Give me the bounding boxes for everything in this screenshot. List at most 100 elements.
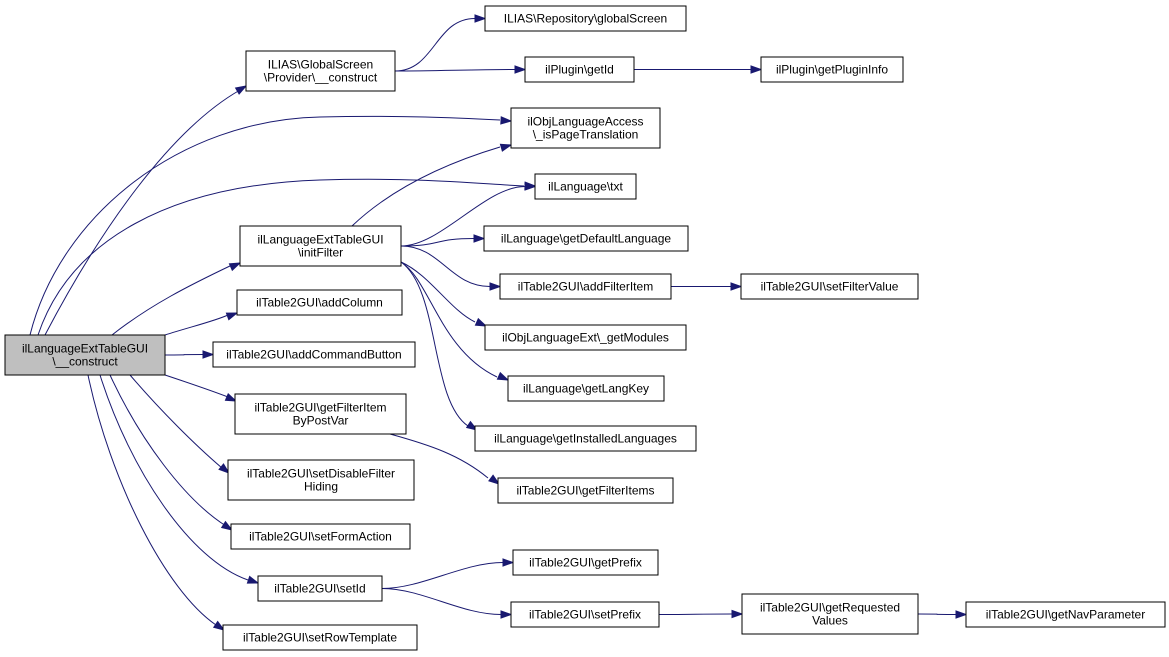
- node-box: [512, 549, 659, 576]
- node-addfilteritem[interactable]: ilTable2GUI\addFilterItem: [499, 273, 672, 300]
- arrow-head-icon: [750, 65, 763, 74]
- node-box: [483, 225, 689, 252]
- node-getid[interactable]: ilPlugin\getId: [524, 56, 635, 83]
- node-label: ilLanguage\getLangKey: [523, 382, 649, 396]
- edge-line: [917, 613, 957, 615]
- node-box: [227, 459, 415, 501]
- edge-line: [394, 18, 476, 72]
- edge-root-to-provider: [44, 85, 248, 336]
- edge-line: [164, 374, 229, 398]
- edge-setid-to-setprefix: [381, 588, 513, 619]
- arrow-head-icon: [955, 610, 968, 619]
- node-setid[interactable]: ilTable2GUI\setId: [257, 575, 383, 602]
- edge-root-to-setid: [99, 374, 260, 584]
- node-label: ilObjLanguageExt\_getModules: [502, 331, 669, 345]
- node-getfilteritems[interactable]: ilTable2GUI\getFilterItems: [497, 477, 674, 504]
- node-label: ilTable2GUI\getRequested: [760, 601, 900, 615]
- node-box: [524, 56, 635, 83]
- node-addcolumn[interactable]: ilTable2GUI\addColumn: [236, 289, 403, 316]
- node-box: [222, 624, 418, 651]
- edge-root-to-addcommand: [164, 350, 215, 359]
- edge-initfilter-to-getlangkey: [400, 261, 510, 381]
- node-label: \Provider\__construct: [264, 71, 378, 85]
- arrow-head-icon: [218, 463, 231, 474]
- edge-initfilter-to-installed: [400, 261, 479, 431]
- node-getprefix[interactable]: ilTable2GUI\getPrefix: [512, 549, 659, 576]
- node-rowtemplate[interactable]: ilTable2GUI\setRowTemplate: [222, 624, 418, 651]
- edge-line: [394, 69, 516, 72]
- arrow-head-icon: [225, 312, 239, 321]
- edge-getid-to-plugininfo: [634, 65, 763, 74]
- arrow-head-icon: [220, 520, 234, 531]
- node-box: [499, 273, 672, 300]
- edge-provider-to-getid: [394, 65, 527, 74]
- edge-line: [109, 374, 227, 527]
- node-layer: ilLanguageExtTableGUI\__constructILIAS\G…: [4, 5, 1166, 651]
- node-txt[interactable]: ilLanguage\txt: [534, 173, 637, 200]
- node-repo[interactable]: ILIAS\Repository\globalScreen: [484, 5, 687, 32]
- node-defaultlang[interactable]: ilLanguage\getDefaultLanguage: [483, 225, 689, 252]
- node-formaction[interactable]: ilTable2GUI\setFormAction: [230, 523, 411, 550]
- node-box: [484, 5, 687, 32]
- edge-line: [400, 245, 491, 287]
- edge-requested-to-navparam: [917, 610, 968, 619]
- arrow-head-icon: [228, 262, 242, 272]
- node-box: [239, 225, 402, 267]
- node-addcommand[interactable]: ilTable2GUI\addCommandButton: [212, 341, 416, 368]
- node-initfilter[interactable]: ilLanguageExtTableGUI\initFilter: [239, 225, 402, 267]
- node-label: ilTable2GUI\addCommandButton: [226, 348, 401, 362]
- node-getlangkey[interactable]: ilLanguage\getLangKey: [507, 375, 665, 402]
- node-box: [497, 477, 674, 504]
- node-label: \initFilter: [298, 246, 343, 260]
- arrow-head-icon: [499, 143, 513, 152]
- node-box: [245, 50, 396, 92]
- node-label: ilPlugin\getPluginInfo: [776, 63, 888, 77]
- node-label: ilTable2GUI\getPrefix: [529, 556, 642, 570]
- edge-line: [400, 261, 498, 378]
- node-plugininfo[interactable]: ilPlugin\getPluginInfo: [760, 56, 904, 83]
- node-label: \__construct: [52, 355, 118, 369]
- node-installed[interactable]: ilLanguage\getInstalledLanguages: [474, 425, 697, 452]
- node-box: [965, 601, 1166, 628]
- node-provider[interactable]: ILIAS\GlobalScreen\Provider\__construct: [245, 50, 396, 92]
- node-label: ilPlugin\getId: [545, 63, 614, 77]
- edge-line: [37, 178, 525, 336]
- edge-layer: [29, 14, 968, 631]
- arrow-head-icon: [489, 282, 502, 291]
- node-label: ilTable2GUI\addColumn: [256, 296, 383, 310]
- edge-addfilteritem-to-setfiltervalue: [670, 282, 743, 291]
- edge-root-to-formaction: [109, 374, 234, 531]
- node-setfiltervalue[interactable]: ilTable2GUI\setFilterValue: [740, 273, 919, 300]
- node-ispage[interactable]: ilObjLanguageAccess\_isPageTranslation: [510, 107, 661, 149]
- node-box: [230, 523, 411, 550]
- node-getmodules[interactable]: ilObjLanguageExt\_getModules: [484, 324, 687, 351]
- node-box: [534, 173, 637, 200]
- node-setprefix[interactable]: ilTable2GUI\setPrefix: [510, 601, 660, 628]
- arrow-head-icon: [202, 350, 215, 359]
- node-navparam[interactable]: ilTable2GUI\getNavParameter: [965, 601, 1166, 628]
- node-label: ilTable2GUI\getFilterItem: [254, 401, 386, 415]
- arrow-head-icon: [500, 116, 513, 125]
- node-label: Values: [812, 614, 848, 628]
- edge-initfilter-to-txt: [400, 182, 537, 247]
- edge-line: [164, 354, 204, 356]
- edge-initfilter-to-getmodules: [400, 261, 488, 327]
- edge-line: [351, 146, 501, 227]
- arrow-head-icon: [514, 65, 527, 74]
- arrow-head-icon: [212, 620, 226, 631]
- node-root[interactable]: ilLanguageExtTableGUI\__construct: [4, 334, 166, 376]
- edge-root-to-getfilteritem: [164, 374, 238, 402]
- edge-line: [400, 261, 476, 323]
- edge-setid-to-getprefix: [381, 558, 515, 589]
- edge-line: [400, 186, 526, 247]
- edge-line: [111, 264, 233, 336]
- node-label: ILIAS\Repository\globalScreen: [504, 12, 667, 26]
- node-label: ilLanguageExtTableGUI: [257, 233, 383, 247]
- edge-root-to-initfilter: [111, 262, 242, 336]
- edge-root-to-disablefilter: [129, 374, 231, 474]
- edge-root-to-rowtemplate: [87, 374, 226, 631]
- node-box: [257, 575, 383, 602]
